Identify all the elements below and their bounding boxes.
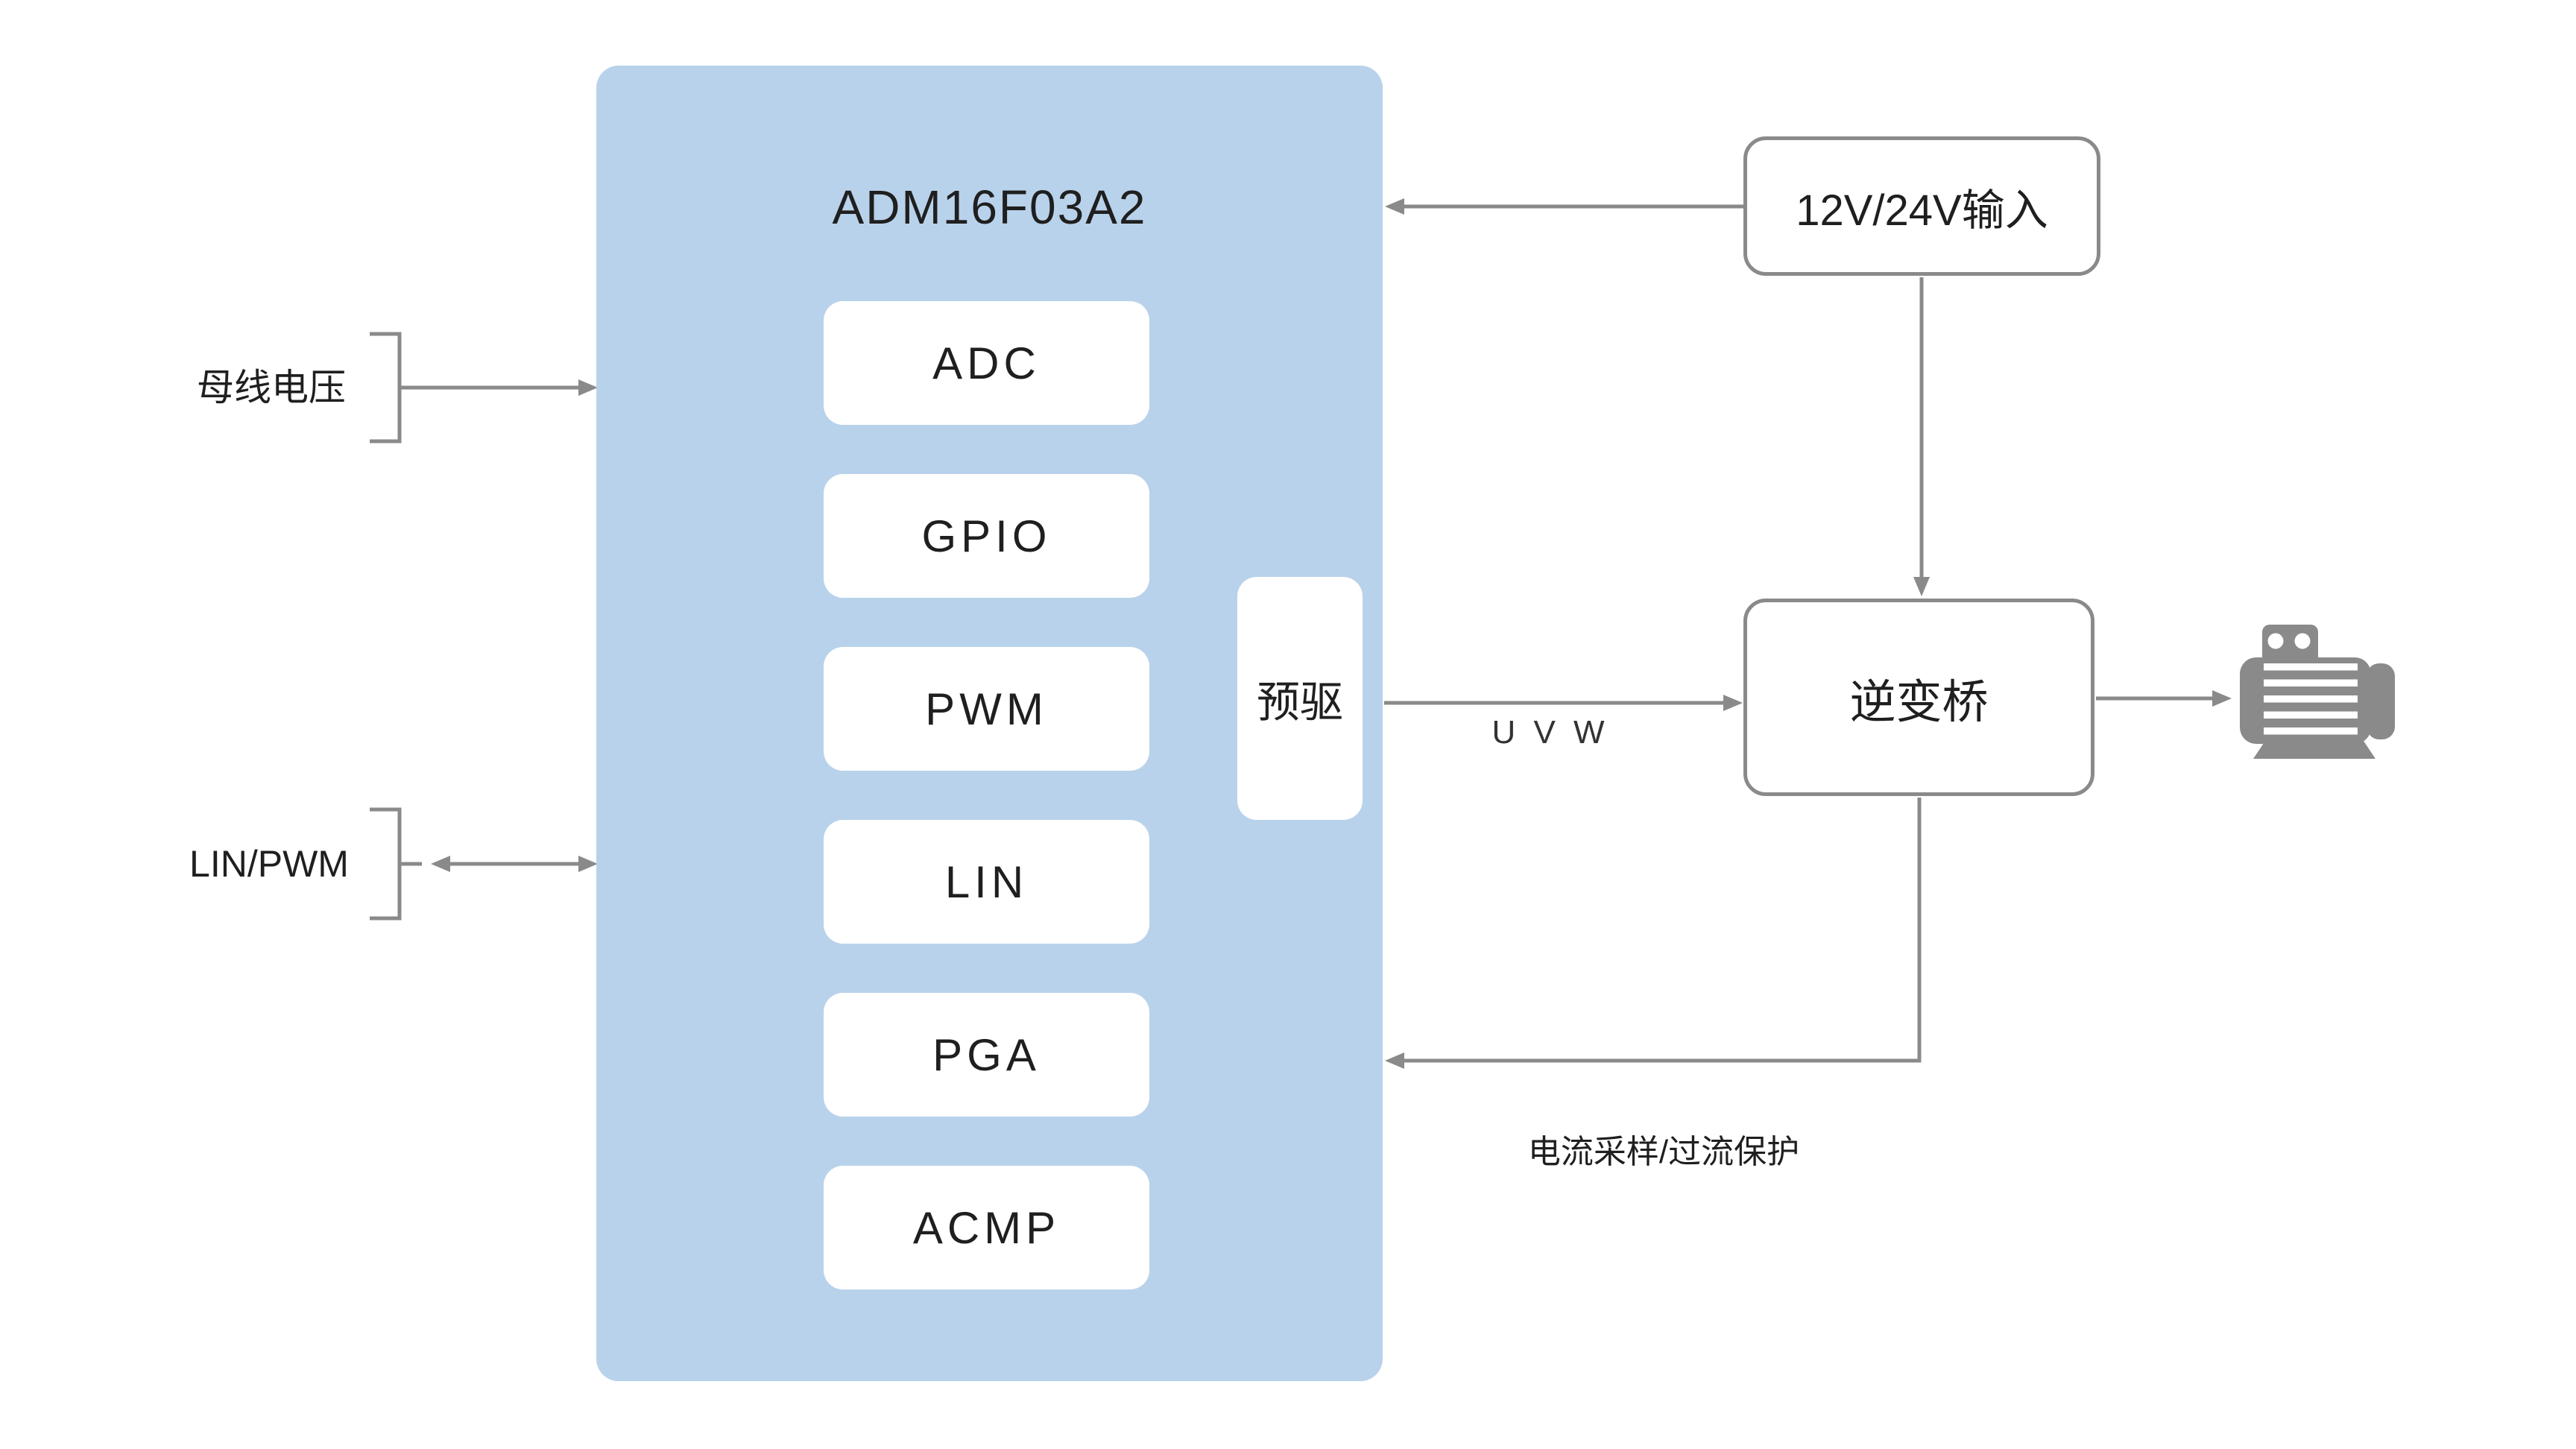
inverter-box: 逆变桥 — [1743, 599, 2094, 796]
chip-block-lin: LIN — [824, 820, 1149, 944]
chip-block-acmp: ACMP — [824, 1166, 1149, 1289]
bus-voltage-arrowhead-right — [578, 379, 598, 396]
lin-pwm-connector — [370, 807, 598, 921]
current-feedback-connector — [1385, 798, 1922, 1069]
power-input-label: 12V/24V输入 — [1796, 186, 2048, 235]
chip-block-pwm: PWM — [824, 647, 1149, 771]
predriver-block: 预驱 — [1237, 577, 1363, 820]
motor-end-cap — [2367, 663, 2395, 739]
uvw-arrowhead — [1723, 695, 1743, 711]
uvw-wire-label: U V W — [1491, 714, 1609, 751]
lin-pwm-label: LIN/PWM — [189, 843, 349, 885]
lin-pwm-arrowhead-left — [431, 856, 450, 872]
lin-pwm-arrowhead-right — [578, 856, 598, 872]
bus-voltage-label: 母线电压 — [197, 367, 346, 408]
power-input-box: 12V/24V输入 — [1743, 136, 2100, 276]
motor-icon — [2240, 625, 2395, 759]
current-feedback-line — [1404, 798, 1922, 1063]
lin-pwm-bracket — [370, 807, 402, 921]
motor-terminal-hole — [2294, 633, 2311, 649]
chip-block-pga: PGA — [824, 993, 1149, 1117]
motor-fin-slot — [2264, 679, 2358, 686]
bus-voltage-bracket — [370, 332, 402, 443]
inverter-to-motor-arrowhead — [2212, 690, 2232, 707]
inverter-label: 逆变桥 — [1849, 676, 1989, 728]
motor-fin-slot — [2264, 695, 2358, 703]
chip-block-gpio: GPIO — [824, 474, 1149, 598]
motor-fin-slot — [2264, 727, 2358, 735]
chip-block-adc: ADC — [824, 301, 1149, 425]
power-to-chip-arrowhead — [1385, 198, 1404, 215]
motor-fin-slot — [2264, 663, 2358, 671]
motor-fin-slot — [2264, 711, 2358, 719]
power-to-inverter-connector — [1913, 277, 1930, 596]
uvw-connector — [1384, 695, 1743, 711]
power-to-chip-connector — [1385, 198, 1743, 215]
chip-title: ADM16F03A2 — [832, 180, 1147, 234]
current-feedback-label: 电流采样/过流保护 — [1527, 1134, 1800, 1170]
bus-voltage-connector — [370, 332, 598, 443]
motor-terminal-hole — [2267, 633, 2284, 649]
power-to-inverter-arrowhead — [1913, 577, 1930, 596]
current-feedback-arrowhead — [1385, 1052, 1404, 1069]
inverter-to-motor-connector — [2096, 690, 2232, 707]
motor-base — [2253, 741, 2375, 759]
